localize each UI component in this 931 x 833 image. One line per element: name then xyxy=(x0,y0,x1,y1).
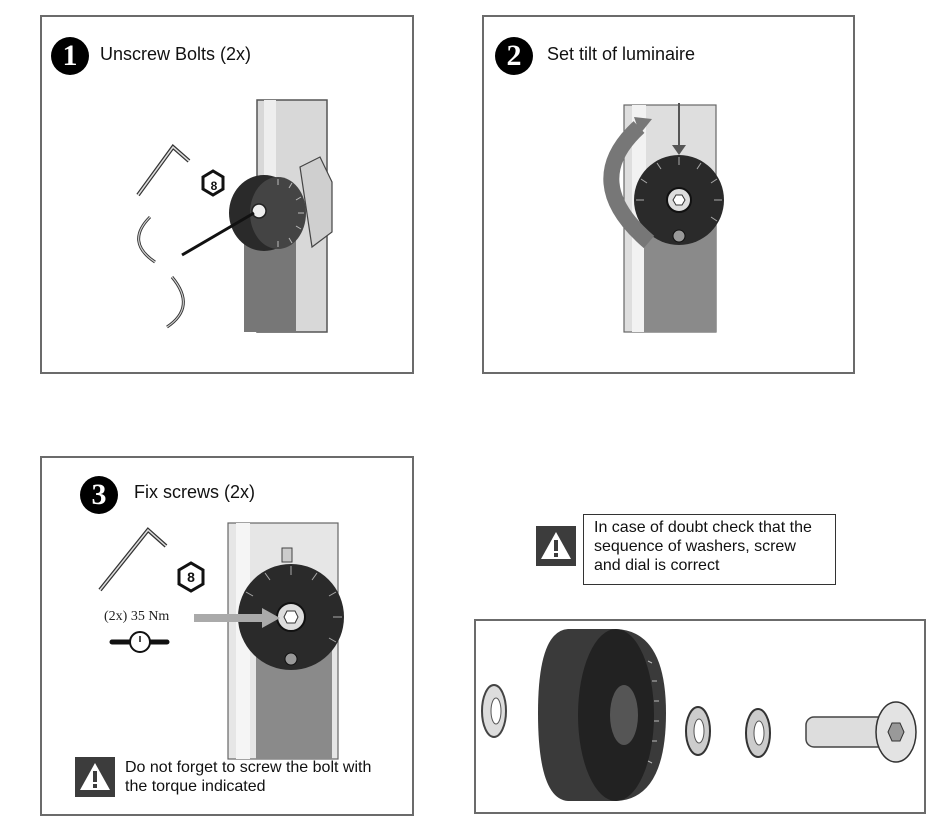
hex-size-label: 8 xyxy=(187,569,195,585)
step-3-panel: 3 Fix screws (2x) 8 (2x) 35 Nm xyxy=(40,456,414,816)
sequence-warning-text: In case of doubt check that the sequence… xyxy=(594,519,812,574)
step-1-illustration xyxy=(136,99,333,333)
step-3-illustration xyxy=(98,522,344,760)
step-1-panel: 1 Unscrew Bolts (2x) xyxy=(40,15,414,374)
step-3-title: Fix screws (2x) xyxy=(134,482,255,502)
torque-wrench-icon xyxy=(109,631,170,653)
step-1-badge: 1 xyxy=(51,37,89,75)
exploded-view-panel xyxy=(474,619,926,814)
torque-warning-text: Do not forget to screw the bolt with the… xyxy=(125,759,372,795)
step-3-badge: 3 xyxy=(80,476,118,514)
step-2-badge: 2 xyxy=(495,37,533,75)
torque-value: (2x) 35 Nm xyxy=(104,609,170,624)
step-2-panel: 2 Set tilt of luminaire xyxy=(482,15,855,374)
warning-icon xyxy=(536,526,576,566)
step-2-title: Set tilt of luminaire xyxy=(547,44,696,64)
exploded-view-illustration xyxy=(481,629,917,801)
hex-size-label: 8 xyxy=(210,179,218,193)
step-1-title: Unscrew Bolts (2x) xyxy=(100,44,252,64)
step-2-illustration xyxy=(603,103,724,333)
warning-icon xyxy=(75,757,115,797)
sequence-warning-box: In case of doubt check that the sequence… xyxy=(583,514,836,585)
